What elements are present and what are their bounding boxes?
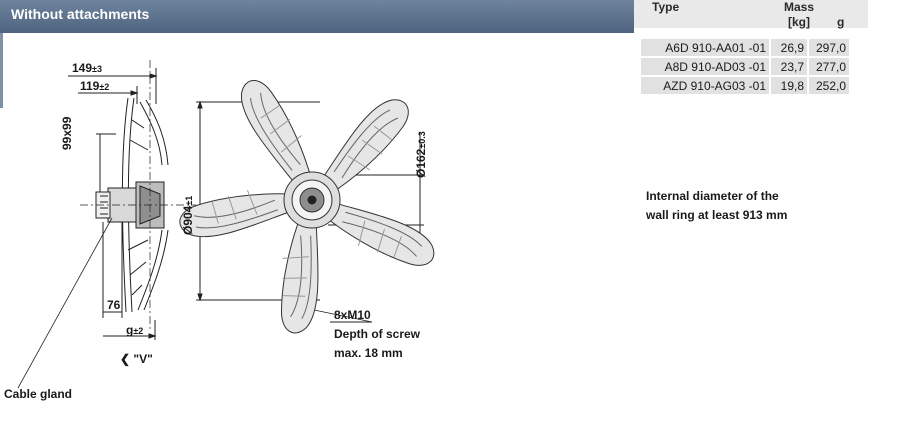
table-row: A6D 910-AA01 -01 26,9 297,0 — [641, 39, 851, 56]
fan-technical-drawing — [17, 60, 438, 389]
col-kg-heading: [kg] — [788, 15, 810, 29]
section-title: Without attachments — [11, 6, 150, 22]
cell-kg: 26,9 — [771, 39, 809, 56]
dim-904-tol: ±1 — [184, 195, 194, 206]
cell-type: A6D 910-AA01 -01 — [641, 39, 771, 56]
view-v-label: ❮ "V" — [120, 352, 153, 366]
screw-spec-label: 8xM10 — [334, 308, 371, 322]
col-type-heading: Type — [652, 0, 680, 14]
cable-gland-label: Cable gland — [4, 387, 73, 401]
table-row: A8D 910-AD03 -01 23,7 277,0 — [641, 58, 851, 75]
note-line1: Internal diameter of the — [646, 189, 779, 203]
dim-162-tol: ±0.3 — [417, 131, 427, 149]
section-header-bar: Without attachments — [0, 0, 634, 33]
dim-119-label: 119±2 — [80, 79, 110, 93]
dim-99-label: 99x99 — [60, 116, 74, 150]
dim-g-label: g±2 — [126, 323, 144, 337]
col-g-heading: g — [837, 15, 845, 29]
dim-g-tol: ±2 — [133, 326, 144, 336]
table-row: AZD 910-AG03 -01 19,8 252,0 — [641, 77, 851, 94]
note-line2: wall ring at least 913 mm — [646, 208, 788, 222]
cell-type: A8D 910-AD03 -01 — [641, 58, 771, 75]
screw-note-line1: Depth of screw — [334, 327, 421, 341]
dim-162-label: Ø162±0.3 — [414, 131, 428, 178]
cell-g: 277,0 — [809, 58, 851, 75]
dim-904-label: Ø904±1 — [181, 195, 195, 235]
cell-g: 297,0 — [809, 39, 851, 56]
col-mass-heading: Mass — [784, 0, 815, 14]
dim-149-tol: ±3 — [92, 64, 102, 74]
left-accent-rule — [0, 33, 3, 108]
dim-119-tol: ±2 — [99, 82, 110, 92]
cell-kg: 19,8 — [771, 77, 809, 94]
wall-ring-note: Internal diameter of the wall ring at le… — [646, 187, 787, 225]
chevron-left-icon: ❮ — [120, 352, 131, 366]
cell-kg: 23,7 — [771, 58, 809, 75]
screw-note-line2: max. 18 mm — [334, 346, 403, 360]
dim-76-label: 76 — [107, 298, 121, 312]
dim-149-label: 149±3 — [72, 61, 102, 75]
cell-type: AZD 910-AG03 -01 — [641, 77, 771, 94]
mass-table: A6D 910-AA01 -01 26,9 297,0 A8D 910-AD03… — [641, 37, 851, 96]
cell-g: 252,0 — [809, 77, 851, 94]
table-header-band — [634, 0, 868, 28]
